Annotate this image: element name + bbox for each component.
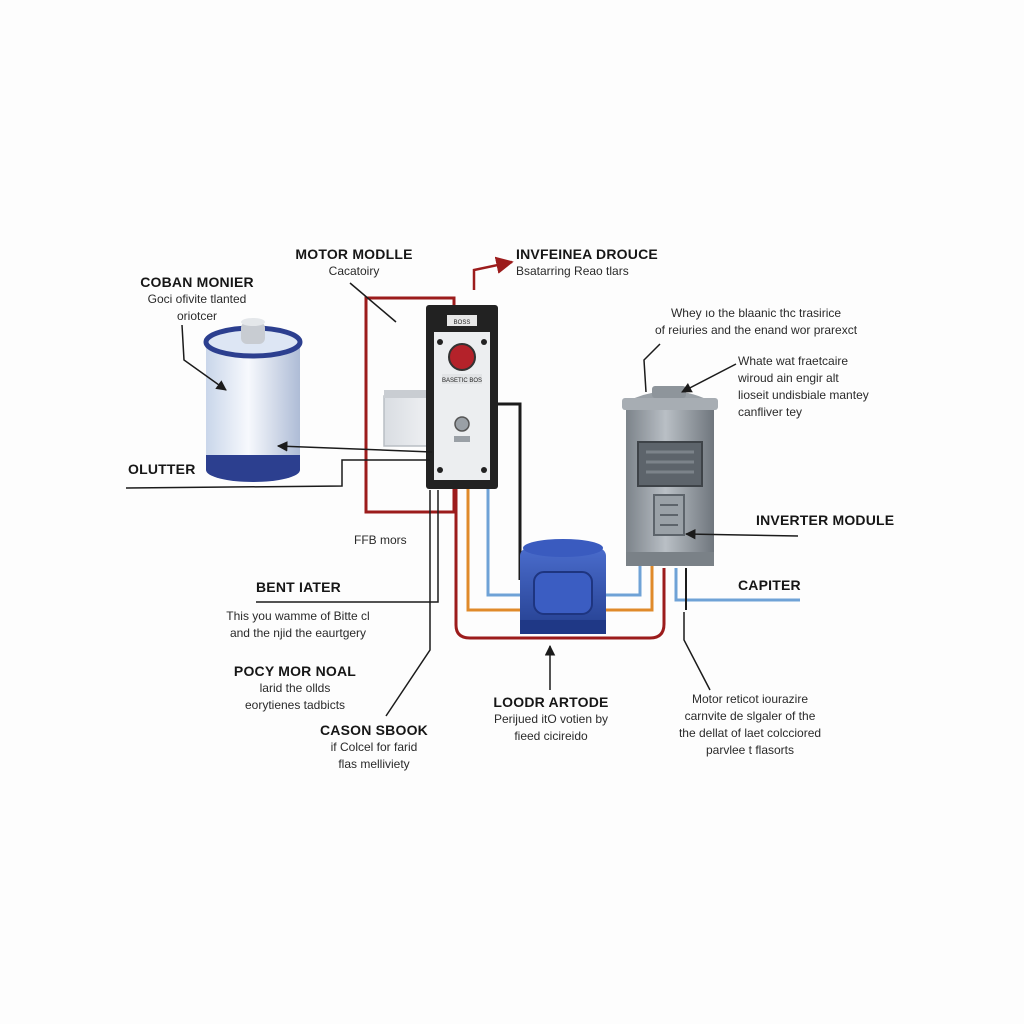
cason-sbook-line1: if Colcel for farid	[330, 740, 418, 754]
right-note-line3: lioseit undisbiale mantey	[738, 388, 869, 402]
leader-top-right-note	[643, 343, 661, 393]
label-bent-iater: BENT IATER This you wamme of Bitte cl an…	[212, 579, 384, 642]
motor-note-line1: Motor reticot iourazire	[691, 692, 809, 706]
label-cason-sbook: CASON SBOOK if Colcel for farid flas mel…	[304, 722, 444, 773]
right-note-line1: Whate wat fraetcaire	[738, 354, 849, 368]
cason-sbook-line2: flas melliviety	[338, 757, 410, 771]
blue-wire-right	[606, 562, 642, 597]
motor-note-line2: carnvite de slgaler of the	[684, 709, 816, 723]
label-inverter-module: INVERTER MODULE	[756, 512, 895, 528]
leader-coban	[181, 324, 227, 391]
label-motor-module: MOTOR MODLLE Cacatoiry	[284, 246, 424, 280]
label-inverter-drouce: INVFEINEA DROUCE Bsatarring Reao tlars	[516, 246, 658, 280]
leader-bent-iater	[256, 490, 439, 603]
pocy-noal-title: POCY MOR NOAL	[233, 663, 357, 679]
leader-capacitor-arrow	[276, 441, 433, 453]
motor	[520, 539, 606, 634]
leader-inverter-module	[684, 528, 799, 540]
bent-iater-title: BENT IATER	[256, 579, 341, 595]
motor-module-controller	[426, 305, 498, 489]
loodr-artode-line2: fieed cicireido	[514, 729, 588, 743]
right-note-line4: canfliver tey	[738, 405, 803, 419]
inverter-module	[622, 386, 718, 566]
label-loodr-artode: LOODR ARTODE Perijued itO votien by fiee…	[476, 694, 626, 745]
loodr-artode-line1: Perijued itO votien by	[493, 712, 609, 726]
leader-inverter-drouce	[472, 256, 514, 290]
label-coban-moner: COBAN MONIER Goci ofivite tlanted oriotc…	[132, 274, 262, 325]
leader-motor-note	[683, 612, 711, 691]
motor-note-line4: parvlee t flasorts	[705, 743, 795, 757]
cason-sbook-title: CASON SBOOK	[320, 722, 428, 738]
inverter-drouce-title: INVFEINEA DROUCE	[516, 246, 658, 262]
label-motor-note: Motor reticot iourazire carnvite de slga…	[660, 691, 840, 759]
capacitor	[203, 318, 303, 482]
orange-wire-right	[606, 562, 654, 612]
coban-moner-line1: Goci ofivite tlanted	[147, 292, 247, 306]
label-olutter: OLUTTER	[128, 461, 196, 477]
label-top-right-note: Whey ıo the blaanic thc trasirice of rei…	[636, 305, 876, 339]
coban-moner-line2: oriotcer	[176, 309, 217, 323]
leader-motor-module	[349, 282, 397, 323]
black-wire	[498, 402, 522, 580]
bent-iater-line1: This you wamme of Bitte cl	[226, 609, 370, 623]
bent-iater-line2: and the njid the eaurtgery	[229, 626, 367, 640]
coban-moner-title: COBAN MONIER	[140, 274, 254, 290]
label-capiter: CAPITER	[738, 577, 801, 593]
label-right-note: Whate wat fraetcaire wiroud ain engir al…	[738, 353, 869, 421]
label-pocy-noal: POCY MOR NOAL larid the ollds eorytienes…	[220, 663, 370, 714]
leader-olutter	[125, 459, 430, 489]
red-wire-loop	[364, 296, 456, 514]
top-right-note-line2: of reiuries and the enand wor prarexct	[654, 323, 858, 337]
label-ffi-mors: FFB mors	[354, 533, 407, 547]
top-right-note-line1: Whey ıo the blaanic thc trasirice	[670, 306, 842, 320]
red-wire-bottom	[454, 488, 666, 640]
device-mid-label: BASETIC BOS	[442, 378, 482, 384]
motor-note-line3: the dellat of laet colcciored	[678, 726, 822, 740]
leader-right-note	[681, 363, 737, 393]
blue-wire-capiter	[674, 568, 800, 602]
blue-wire-left	[486, 488, 520, 597]
pocy-noal-line2: eorytienes tadbicts	[244, 698, 346, 712]
right-note-line2: wiroud ain engir alt	[738, 371, 839, 385]
orange-wire	[466, 488, 520, 612]
loodr-artode-title: LOODR ARTODE	[493, 694, 609, 710]
motor-module-line1: Cacatoiry	[328, 264, 380, 278]
device-top-label: BOSS	[454, 320, 471, 326]
leader-cason-sbook	[385, 490, 431, 717]
pocy-noal-line1: larid the ollds	[259, 681, 331, 695]
inverter-drouce-line1: Bsatarring Reao tlars	[516, 264, 629, 278]
motor-module-title: MOTOR MODLLE	[295, 246, 413, 262]
